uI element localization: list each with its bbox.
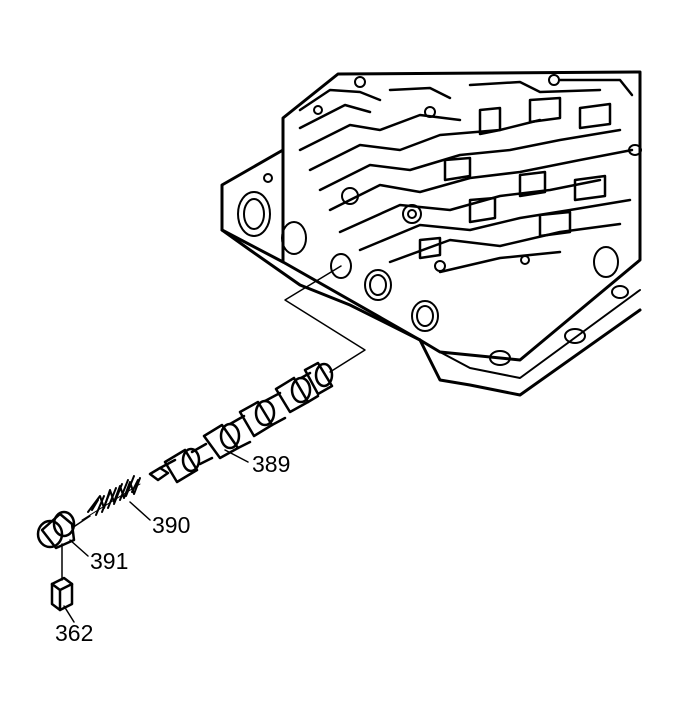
callout-390: 390 (152, 512, 191, 538)
callout-391: 391 (90, 548, 129, 574)
callout-362: 362 (55, 620, 94, 646)
callout-389: 389 (252, 451, 291, 477)
valve-389-part (148, 361, 334, 484)
plug-391-part (36, 510, 91, 557)
valve-body-casting (220, 70, 642, 397)
explode-guide-lines (284, 265, 366, 373)
clip-362-part (50, 543, 75, 623)
spring-390-part (81, 475, 151, 521)
